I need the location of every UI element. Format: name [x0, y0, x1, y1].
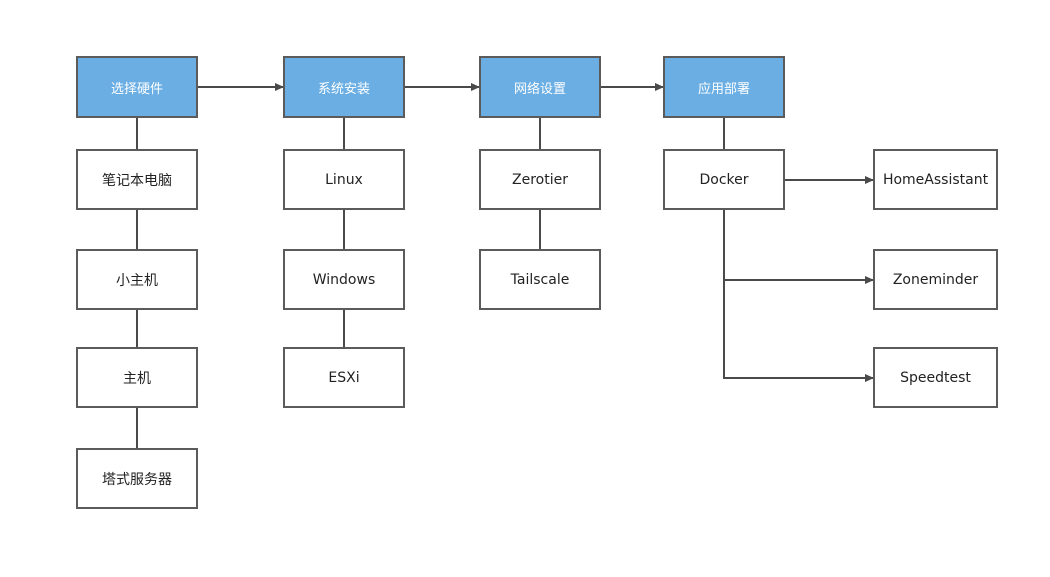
node-docker[interactable]: Docker: [663, 149, 785, 210]
node-linux[interactable]: Linux: [283, 149, 405, 210]
header-app-deploy[interactable]: 应用部署: [663, 56, 785, 118]
node-zerotier[interactable]: Zerotier: [479, 149, 601, 210]
node-speedtest[interactable]: Speedtest: [873, 347, 998, 408]
node-desktop[interactable]: 主机: [76, 347, 198, 408]
node-tailscale[interactable]: Tailscale: [479, 249, 601, 310]
header-install-system[interactable]: 系统安装: [283, 56, 405, 118]
arrow-docker-zoneminder: [723, 210, 874, 284]
node-zoneminder[interactable]: Zoneminder: [873, 249, 998, 310]
header-network-setup[interactable]: 网络设置: [479, 56, 601, 118]
arrow-docker-speedtest: [723, 280, 874, 382]
node-homeassistant[interactable]: HomeAssistant: [873, 149, 998, 210]
node-windows[interactable]: Windows: [283, 249, 405, 310]
header-select-hardware[interactable]: 选择硬件: [76, 56, 198, 118]
node-tower-server[interactable]: 塔式服务器: [76, 448, 198, 509]
node-laptop[interactable]: 笔记本电脑: [76, 149, 198, 210]
node-esxi[interactable]: ESXi: [283, 347, 405, 408]
node-mini-pc[interactable]: 小主机: [76, 249, 198, 310]
